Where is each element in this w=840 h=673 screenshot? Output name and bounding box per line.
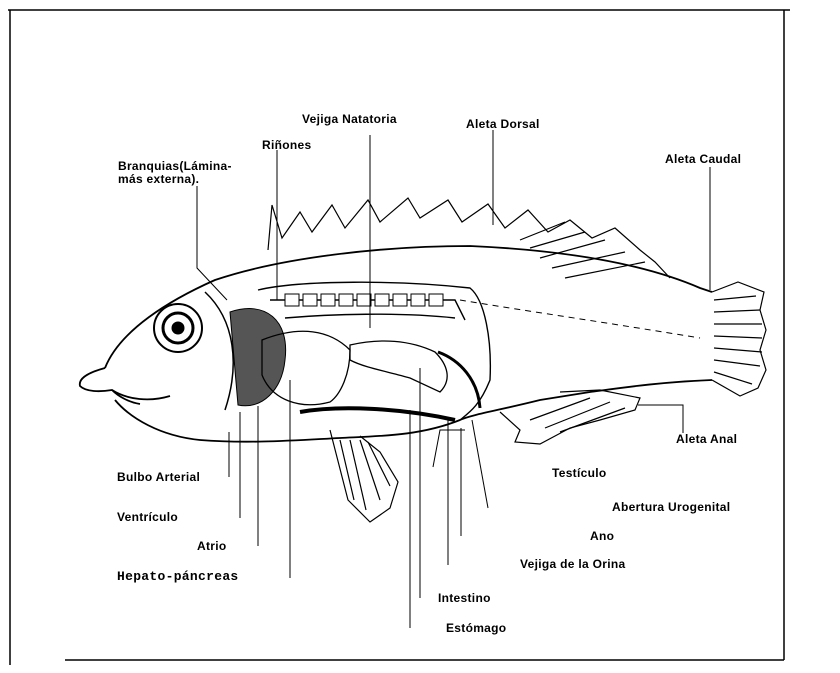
pelvic-fin	[330, 430, 398, 522]
label-aleta-dorsal: Aleta Dorsal	[466, 118, 540, 131]
label-aleta-anal: Aleta Anal	[676, 433, 737, 446]
gills	[230, 309, 286, 406]
anal-fin	[500, 390, 640, 444]
label-testiculo: Testículo	[552, 467, 607, 480]
label-atrio: Atrio	[197, 540, 227, 553]
dorsal-fin	[268, 198, 670, 278]
intestine	[300, 408, 455, 420]
eye	[154, 304, 202, 352]
lateral-line	[460, 300, 700, 338]
gill-operculum	[205, 292, 233, 410]
label-ano: Ano	[590, 530, 614, 543]
label-branquias-2: más externa).	[118, 173, 199, 186]
label-intestino: Intestino	[438, 592, 491, 605]
label-ventriculo: Ventrículo	[117, 511, 178, 524]
label-hepato-pancreas: Hepato-páncreas	[117, 570, 239, 583]
caudal-fin	[712, 282, 766, 396]
label-estomago: Estómago	[446, 622, 506, 635]
label-aleta-caudal: Aleta Caudal	[665, 153, 741, 166]
vertebrae	[285, 294, 443, 306]
testis	[438, 352, 480, 408]
label-vejiga-orina: Vejiga de la Orina	[520, 558, 625, 571]
label-abertura-urogenital: Abertura Urogenital	[612, 501, 730, 514]
stomach	[350, 341, 447, 392]
label-bulbo-arterial: Bulbo Arterial	[117, 471, 200, 484]
label-rinones: Riñones	[262, 139, 311, 152]
label-vejiga-natatoria: Vejiga Natatoria	[302, 113, 397, 126]
